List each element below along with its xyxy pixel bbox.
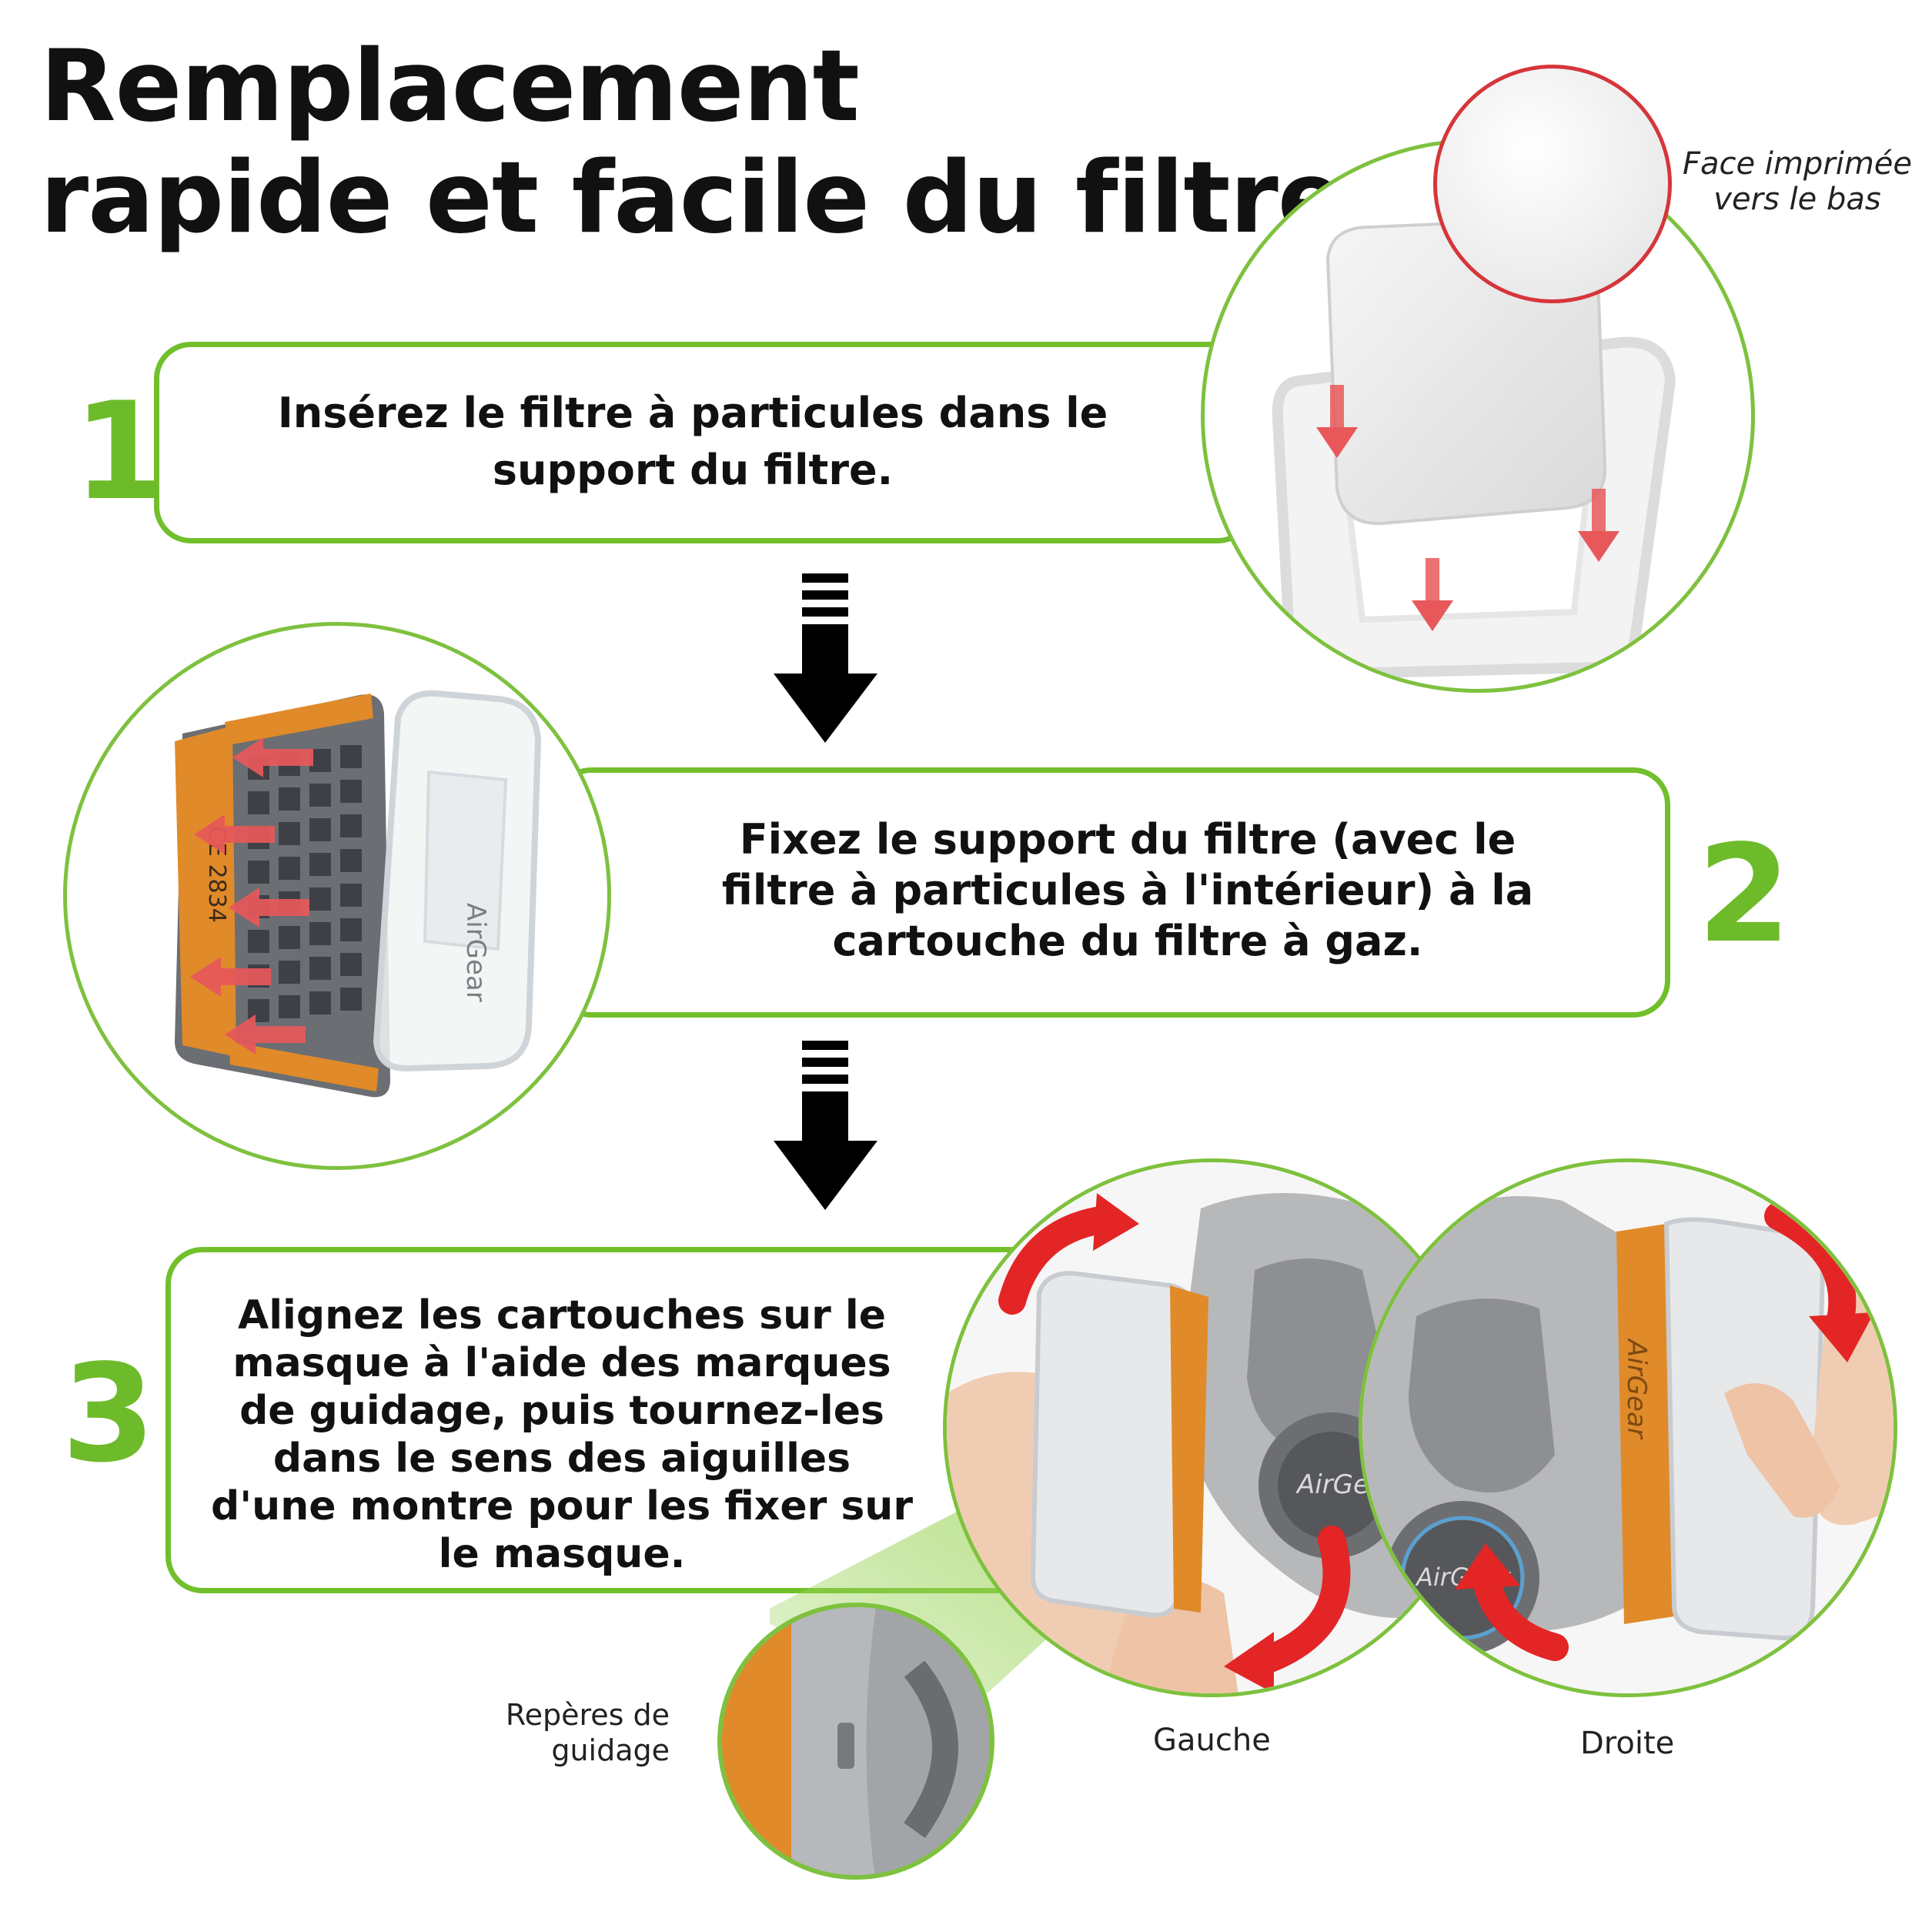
down-arrow-icon [774,573,877,743]
left-mask-illustration: AirGear [947,1162,1478,1693]
guide-marks-zoom-circle [717,1603,994,1880]
down-arrow-icon [774,1041,877,1210]
guide-marks-illustration [722,1607,990,1875]
printed-side-caption: Face imprimée vers le bas [1670,146,1924,217]
arrow-head [1455,1543,1520,1589]
right-caption: Droite [1580,1726,1675,1761]
down-arrow-icon [1316,385,1619,631]
guide-marks-line-1: Repères de [505,1698,670,1732]
right-mask-illustration: AirGear AirGear [1362,1162,1894,1693]
guide-mark [837,1723,854,1769]
step-1-text: Insérez le filtre à particules dans le s… [277,389,1108,494]
step-3-number: 3 [62,1336,155,1492]
rotate-clockwise-icon [1256,1526,1351,1673]
page-title: Remplacement rapide et facile du filtre [40,31,1344,254]
printed-side-zoom-circle [1433,65,1672,303]
right-mask-photo-circle: AirGear AirGear [1359,1158,1897,1697]
step-2-text: Fixez le support du filtre (avec le filt… [721,815,1534,965]
printed-side-line-2: vers le bas [1713,182,1881,217]
step-2-number: 2 [1697,817,1791,973]
step-3-text: Alignez les cartouches sur le masque à l… [211,1292,913,1577]
title-line-1: Remplacement [40,29,860,144]
step-2-photo-circle: CE 2834 AirGear [63,622,611,1170]
arrow-head [1224,1632,1274,1693]
arrow-head [1093,1193,1139,1251]
step-3-box [165,1247,1058,1593]
rotate-clockwise-icon [998,1206,1115,1315]
left-arrow-icon [190,737,313,1055]
title-line-2: rapide et facile du filtre [40,141,1344,256]
rotate-clockwise-icon [1472,1564,1569,1661]
step-1-box [154,342,1255,543]
cartridge-illustration: CE 2834 AirGear [175,690,542,1098]
right-cartridge-brand-label: AirGear [1621,1338,1652,1440]
rotate-clockwise-icon [1764,1202,1857,1338]
left-mask-photo-circle: AirGear [943,1158,1482,1697]
left-caption: Gauche [1153,1723,1271,1758]
step-1-number: 1 [73,374,167,530]
printed-side-line-1: Face imprimée [1682,146,1913,182]
step-2-box [554,767,1670,1018]
brand-label: AirGear [460,903,491,1002]
arrow-head [1809,1312,1874,1362]
guide-marks-caption: Repères de guidage [462,1697,670,1768]
guide-marks-line-2: guidage [551,1733,670,1767]
